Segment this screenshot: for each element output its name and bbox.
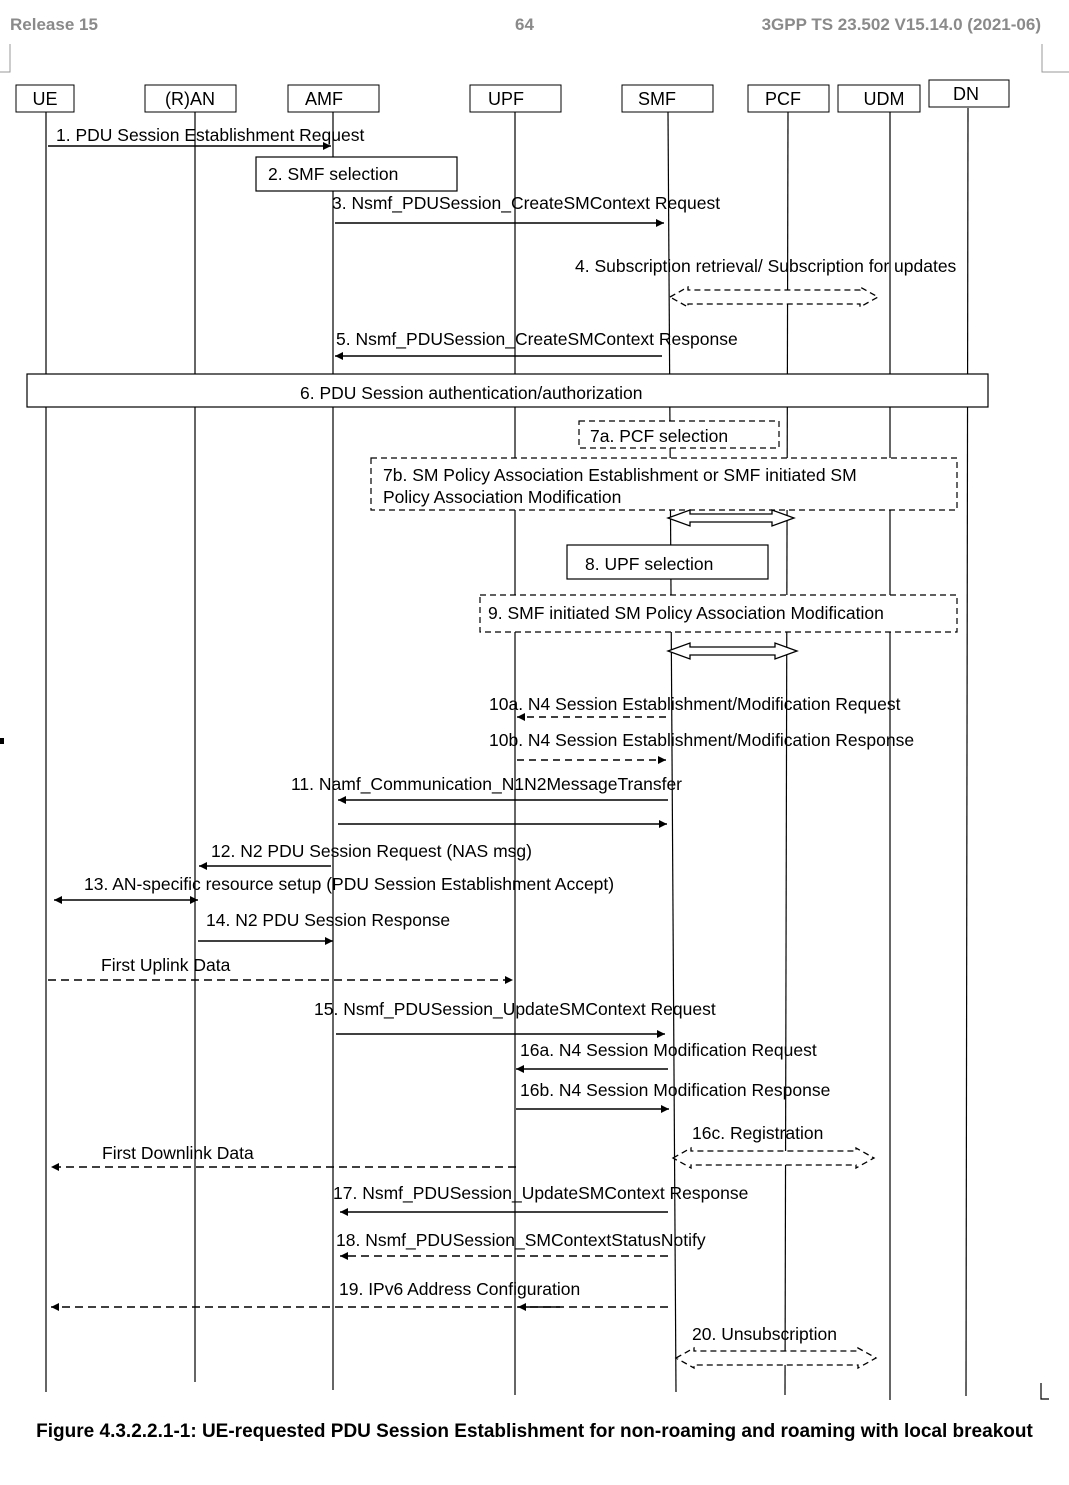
box-pdu-auth	[26, 373, 989, 408]
figure-caption: Figure 4.3.2.2.1-1: UE-requested PDU Ses…	[36, 1421, 1033, 1442]
label-step-7b-line-1: 7b. SM Policy Association Establishment …	[383, 465, 857, 485]
header-release: Release 15	[10, 15, 98, 34]
label-step-10b: 10b. N4 Session Establishment/Modificati…	[489, 730, 914, 750]
entity-box-pcf	[747, 84, 830, 113]
box-sm-policy-9	[479, 594, 958, 633]
process-boxes	[26, 156, 989, 633]
label-step-10a: 10a. N4 Session Establishment/Modificati…	[489, 694, 901, 714]
label-step-3: 3. Nsmf_PDUSession_CreateSMContext Reque…	[332, 193, 720, 214]
entity-label-ue: UE	[32, 89, 57, 109]
bidirectional-arrows	[666, 285, 880, 1370]
step-labels: 1. PDU Session Establishment Request 2. …	[56, 125, 957, 1344]
header-page-number: 64	[515, 15, 534, 34]
label-step-16b: 16b. N4 Session Modification Response	[520, 1080, 830, 1100]
label-step-11: 11. Namf_Communication_N1N2MessageTransf…	[291, 774, 682, 795]
end-mark	[1040, 1383, 1049, 1400]
entity-box-smf	[621, 84, 714, 113]
label-step-7b: 7b. SM Policy Association Establishment …	[383, 465, 857, 507]
header-spec-id: 3GPP TS 23.502 V15.14.0 (2021-06)	[761, 15, 1041, 34]
label-step-14: 14. N2 PDU Session Response	[206, 910, 450, 930]
label-step-18: 18. Nsmf_PDUSession_SMContextStatusNotif…	[336, 1230, 706, 1251]
box-sm-policy-7b	[370, 457, 958, 511]
page-corner-marks	[0, 44, 1069, 73]
arrow-step-20	[674, 1346, 878, 1370]
entity-label-smf: SMF	[638, 89, 676, 109]
entity-boxes: UE (R)AN AMF UPF SMF PCF UDM DN	[15, 79, 1010, 113]
label-step-2: 2. SMF selection	[268, 164, 398, 184]
entity-label-dn: DN	[953, 84, 979, 104]
entity-box-udm	[837, 84, 921, 113]
entity-box-upf	[469, 84, 562, 113]
margin-mark-left	[0, 738, 4, 744]
entity-label-upf: UPF	[488, 89, 524, 109]
arrow-step-9	[666, 642, 799, 660]
lifeline-dn	[965, 107, 969, 1397]
label-step-20: 20. Unsubscription	[692, 1324, 837, 1344]
entity-box-ran	[144, 84, 237, 113]
entity-box-amf	[287, 84, 380, 113]
lifeline-smf	[667, 111, 677, 1393]
label-step-15: 15. Nsmf_PDUSession_UpdateSMContext Requ…	[314, 999, 716, 1020]
label-first-uplink: First Uplink Data	[101, 955, 231, 975]
label-step-9: 9. SMF initiated SM Policy Association M…	[488, 603, 884, 623]
lifelines	[45, 107, 969, 1400]
label-step-17: 17. Nsmf_PDUSession_UpdateSMContext Resp…	[333, 1183, 748, 1204]
entity-label-pcf: PCF	[765, 89, 801, 109]
arrow-step-4	[668, 285, 880, 309]
label-step-7b-line-2: Policy Association Modification	[383, 487, 621, 507]
lifeline-pcf	[784, 111, 789, 1396]
label-first-downlink: First Downlink Data	[102, 1143, 254, 1163]
label-step-8: 8. UPF selection	[585, 554, 713, 574]
label-step-5: 5. Nsmf_PDUSession_CreateSMContext Respo…	[336, 329, 738, 350]
sequence-diagram: UE (R)AN AMF UPF SMF PCF UDM DN	[0, 44, 1069, 1400]
entity-box-dn	[928, 79, 1010, 108]
entity-box-ue	[15, 84, 75, 113]
label-step-4: 4. Subscription retrieval/ Subscription …	[575, 256, 957, 276]
label-step-13: 13. AN-specific resource setup (PDU Sess…	[84, 874, 614, 894]
label-step-19: 19. IPv6 Address Configuration	[339, 1279, 580, 1299]
entity-label-amf: AMF	[305, 89, 343, 109]
label-step-16c: 16c. Registration	[692, 1123, 823, 1143]
label-step-1: 1. PDU Session Establishment Request	[56, 125, 364, 145]
entity-label-ran: (R)AN	[165, 89, 215, 109]
box-smf-selection	[255, 156, 458, 192]
box-pcf-selection	[578, 420, 780, 449]
message-arrows	[48, 142, 669, 1311]
label-step-12: 12. N2 PDU Session Request (NAS msg)	[211, 841, 532, 861]
box-upf-selection	[566, 544, 769, 580]
label-step-7a: 7a. PCF selection	[590, 426, 728, 446]
arrow-step-7b	[666, 509, 796, 527]
label-step-16a: 16a. N4 Session Modification Request	[520, 1040, 817, 1060]
entity-label-udm: UDM	[864, 89, 905, 109]
arrow-step-16c	[671, 1146, 876, 1170]
label-step-6: 6. PDU Session authentication/authorizat…	[300, 383, 642, 403]
